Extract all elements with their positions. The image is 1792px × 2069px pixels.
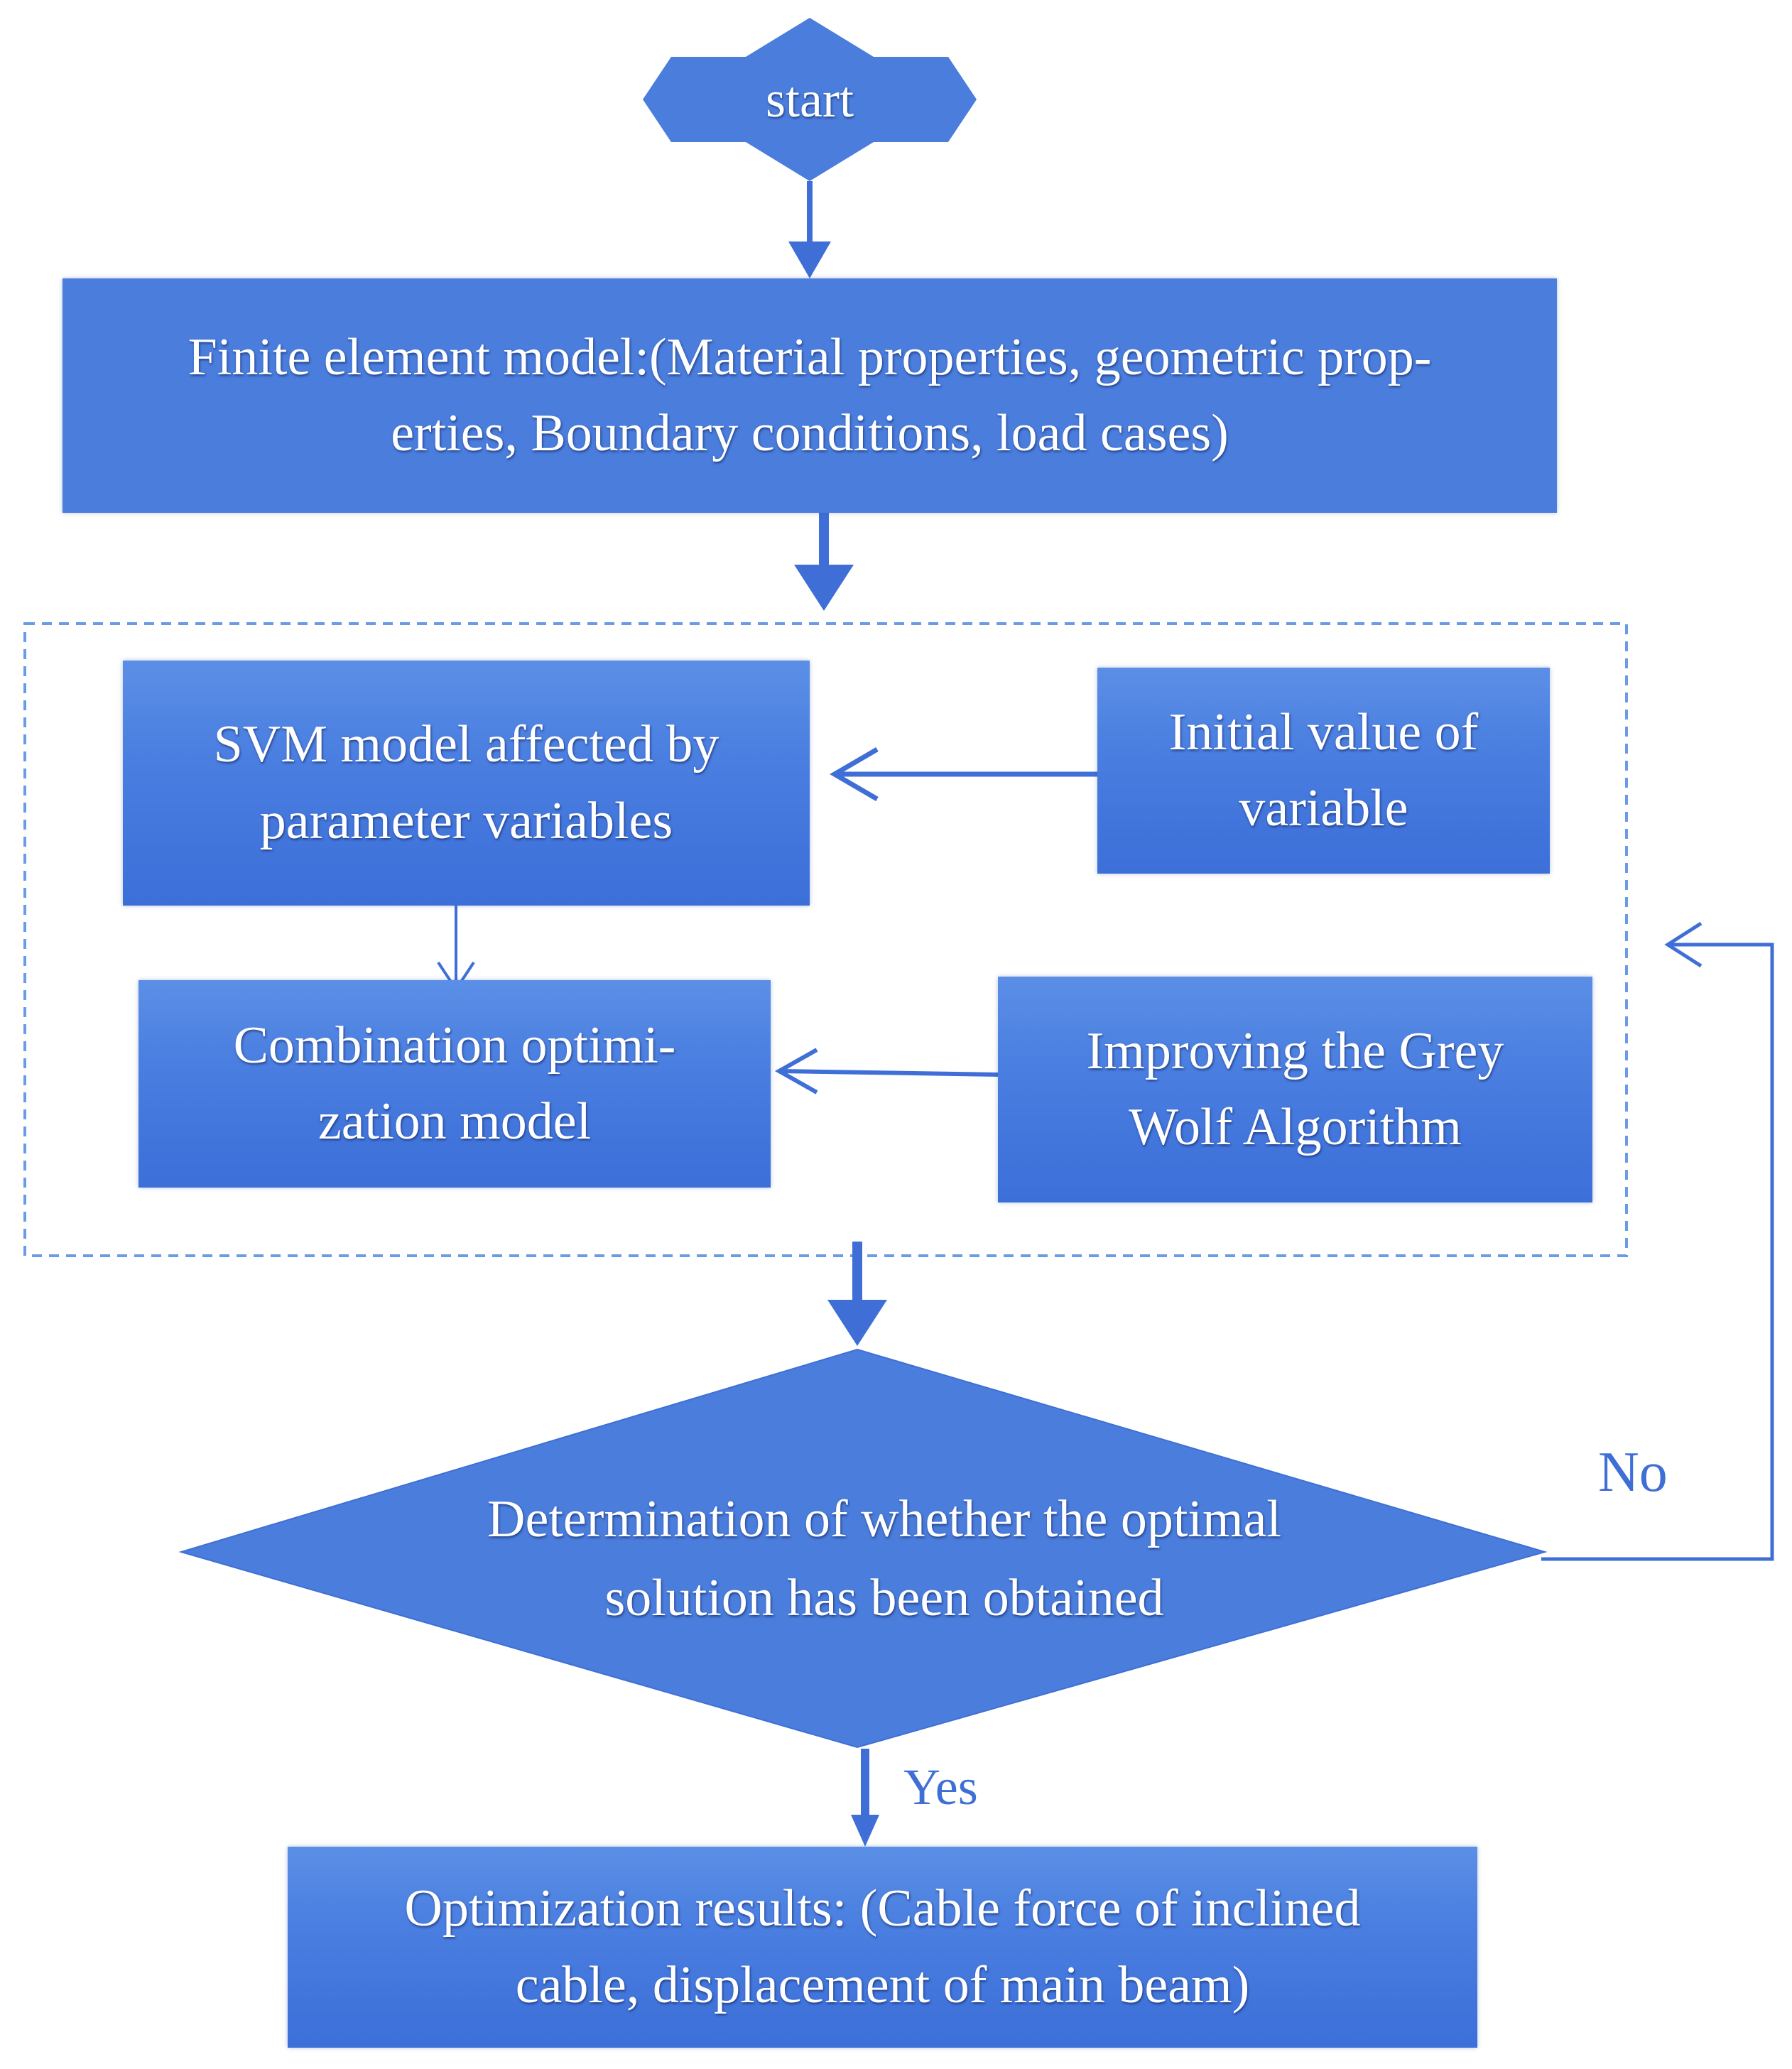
svm-model-line-2: parameter variables: [259, 791, 673, 850]
initial-value-line-1: Initial value of: [1168, 702, 1479, 761]
yes-label: Yes: [903, 1759, 978, 1815]
optimization-group-container: [23, 622, 1628, 1257]
no-label: No: [1598, 1441, 1668, 1504]
arrow-no-loop: [1541, 943, 1774, 1561]
decision-line-1: Determination of whether the optimal: [487, 1490, 1281, 1548]
results-line-2: cable, displacement of main beam): [515, 1955, 1250, 2014]
grey-wolf-box: Improving the Grey Wolf Algorithm: [998, 977, 1592, 1202]
start-node: start: [671, 57, 948, 142]
results-line-1: Optimization results: (Cable force of in…: [404, 1879, 1361, 1938]
combination-line-2: zation model: [317, 1092, 592, 1151]
optimization-results-box: Optimization results: (Cable force of in…: [288, 1847, 1477, 2048]
grey-wolf-line-2: Wolf Algorithm: [1129, 1098, 1462, 1156]
svm-model-box: SVM model affected by parameter variable…: [123, 661, 810, 906]
finite-element-line-2: erties, Boundary conditions, load cases): [391, 404, 1229, 462]
svm-model-line-1: SVM model affected by: [213, 715, 719, 774]
decision-text: Determination of whether the optimal sol…: [323, 1474, 1445, 1644]
finite-element-line-1: Finite element model:(Material propertie…: [188, 327, 1432, 386]
decision-line-2: solution has been obtained: [604, 1569, 1164, 1627]
decision-diamond: [178, 1348, 1548, 1749]
combination-line-1: Combination optimi-: [233, 1016, 676, 1075]
grey-wolf-line-1: Improving the Grey: [1086, 1021, 1504, 1080]
initial-value-box: Initial value of variable: [1097, 668, 1550, 874]
initial-value-line-2: variable: [1239, 779, 1408, 837]
start-label: start: [766, 71, 854, 128]
finite-element-model-box: Finite element model:(Material propertie…: [63, 278, 1557, 513]
combination-optimization-box: Combination optimi- zation model: [139, 980, 771, 1188]
arrow-greywolf-to-combination: [781, 1069, 999, 1077]
